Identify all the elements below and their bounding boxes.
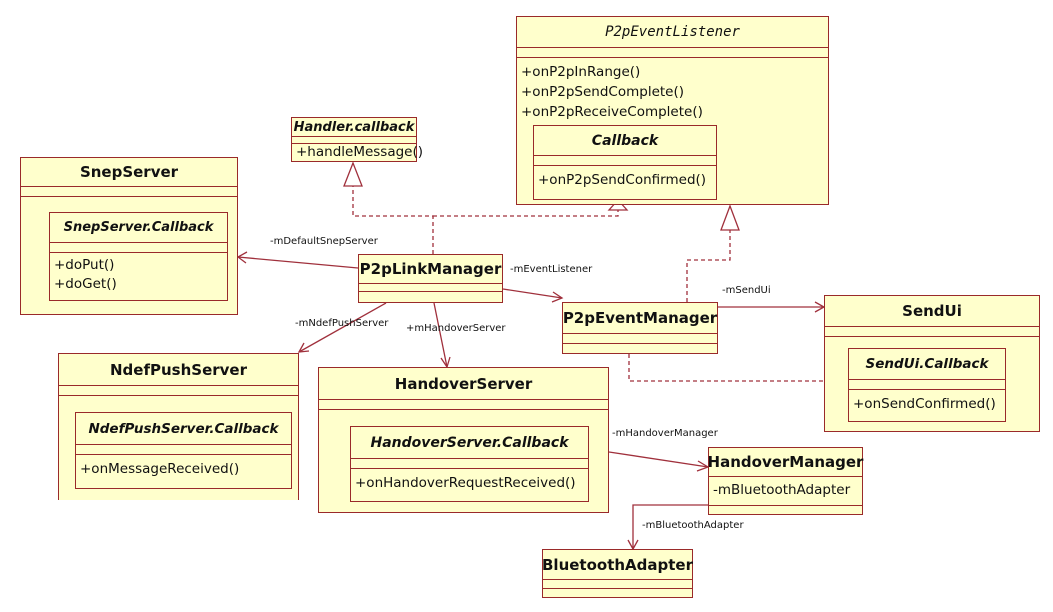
class-handover-server-callback[interactable]: HandoverServer.Callback +onHandoverReque… xyxy=(350,426,589,502)
operation: +onHandoverRequestReceived() xyxy=(355,475,576,491)
class-p2p-event-manager[interactable]: P2pEventManager xyxy=(562,302,718,354)
class-name: SnepServer.Callback xyxy=(50,213,227,243)
attributes-compartment xyxy=(534,156,716,166)
arrowhead xyxy=(236,251,248,264)
arrowhead xyxy=(297,342,310,353)
assoc-handover-manager xyxy=(608,451,709,468)
attributes-compartment xyxy=(292,137,416,144)
attributes-compartment xyxy=(76,445,291,455)
class-name: Callback xyxy=(534,126,716,156)
attributes-compartment xyxy=(543,580,692,589)
realization-sendui-callback xyxy=(628,354,826,382)
realization-listener-callback xyxy=(433,210,619,217)
attributes-compartment xyxy=(563,334,717,344)
operation: +doGet() xyxy=(54,276,117,292)
operation: +onP2pInRange() xyxy=(521,64,641,80)
realization-event-listener xyxy=(686,230,731,302)
class-name: NdefPushServer xyxy=(59,354,298,386)
class-name: SnepServer xyxy=(21,158,237,187)
class-name: P2pLinkManager xyxy=(359,255,502,284)
attributes-compartment xyxy=(21,187,237,197)
assoc-label: -mHandoverManager xyxy=(612,428,718,439)
class-name: NdefPushServer.Callback xyxy=(76,413,291,445)
class-name: HandoverServer.Callback xyxy=(351,427,588,459)
realization-handler-callback xyxy=(352,186,434,254)
attributes-compartment xyxy=(59,386,298,396)
class-ndef-push-server-callback[interactable]: NdefPushServer.Callback +onMessageReceiv… xyxy=(75,412,292,489)
operation: +onP2pSendComplete() xyxy=(521,84,685,100)
class-send-ui[interactable]: SendUi SendUi.Callback +onSendConfirmed(… xyxy=(824,295,1040,432)
assoc-handover-server xyxy=(433,302,448,368)
class-name: SendUi.Callback xyxy=(849,349,1005,380)
operation: +onP2pReceiveComplete() xyxy=(521,104,703,120)
realization-arrowhead xyxy=(343,161,363,187)
operation: +onP2pSendConfirmed() xyxy=(538,172,707,188)
class-bluetooth-adapter[interactable]: BluetoothAdapter xyxy=(542,549,693,598)
operation: +handleMessage() xyxy=(296,144,424,160)
attributes-compartment xyxy=(849,380,1005,390)
class-handler-callback[interactable]: Handler.callback +handleMessage() xyxy=(291,117,424,162)
class-snep-server[interactable]: SnepServer SnepServer.Callback +doPut() … xyxy=(20,157,238,315)
class-send-ui-callback[interactable]: SendUi.Callback +onSendConfirmed() xyxy=(848,348,1006,422)
attributes-compartment xyxy=(517,48,828,58)
assoc-label: -mEventListener xyxy=(510,264,593,275)
attributes-compartment xyxy=(319,400,608,410)
class-handover-server[interactable]: HandoverServer HandoverServer.Callback +… xyxy=(318,367,609,513)
operation: +onSendConfirmed() xyxy=(853,396,996,412)
class-name: P2pEventManager xyxy=(563,303,717,334)
class-callback[interactable]: Callback +onP2pSendConfirmed() xyxy=(533,125,717,200)
class-name: SendUi xyxy=(825,296,1039,327)
class-name: HandoverManager xyxy=(708,448,863,477)
class-snep-server-callback[interactable]: SnepServer.Callback +doPut() +doGet() xyxy=(49,212,228,301)
assoc-label: +mHandoverServer xyxy=(406,323,506,334)
assoc-arrowhead xyxy=(551,291,564,303)
assoc-bluetooth-adapter xyxy=(632,504,708,549)
attributes-compartment xyxy=(50,243,227,253)
class-name: HandoverServer xyxy=(319,368,608,400)
class-p2p-link-manager[interactable]: P2pLinkManager xyxy=(358,254,503,303)
attribute: -mBluetoothAdapter xyxy=(709,477,862,506)
assoc-ndef-push-server xyxy=(298,302,387,353)
assoc-default-snep-server xyxy=(237,256,359,269)
class-p2p-event-listener[interactable]: P2pEventListener +onP2pInRange() +onP2pS… xyxy=(516,16,829,205)
realization-arrowhead xyxy=(720,204,740,231)
class-handover-manager[interactable]: HandoverManager -mBluetoothAdapter xyxy=(708,447,863,515)
assoc-label: -mSendUi xyxy=(722,285,771,296)
class-name: Handler.callback xyxy=(292,118,416,137)
class-name: BluetoothAdapter xyxy=(542,550,693,580)
operations-compartment: +onP2pInRange() +onP2pSendComplete() +on… xyxy=(517,58,828,122)
class-name: P2pEventListener xyxy=(517,17,828,48)
attributes-compartment xyxy=(825,327,1039,337)
realization-arrowhead xyxy=(607,199,629,211)
attributes-compartment xyxy=(359,284,502,292)
operation: +doPut() xyxy=(54,257,115,273)
operations-compartment: +doPut() +doGet() xyxy=(50,253,227,294)
assoc-label: -mBluetoothAdapter xyxy=(642,520,744,531)
assoc-event-listener xyxy=(502,288,563,299)
operation: +onMessageReceived() xyxy=(80,461,240,477)
assoc-label: -mDefaultSnepServer xyxy=(270,236,378,247)
assoc-label: -mNdefPushServer xyxy=(295,318,389,329)
attributes-compartment xyxy=(351,459,588,469)
class-ndef-push-server[interactable]: NdefPushServer NdefPushServer.Callback +… xyxy=(58,353,299,500)
